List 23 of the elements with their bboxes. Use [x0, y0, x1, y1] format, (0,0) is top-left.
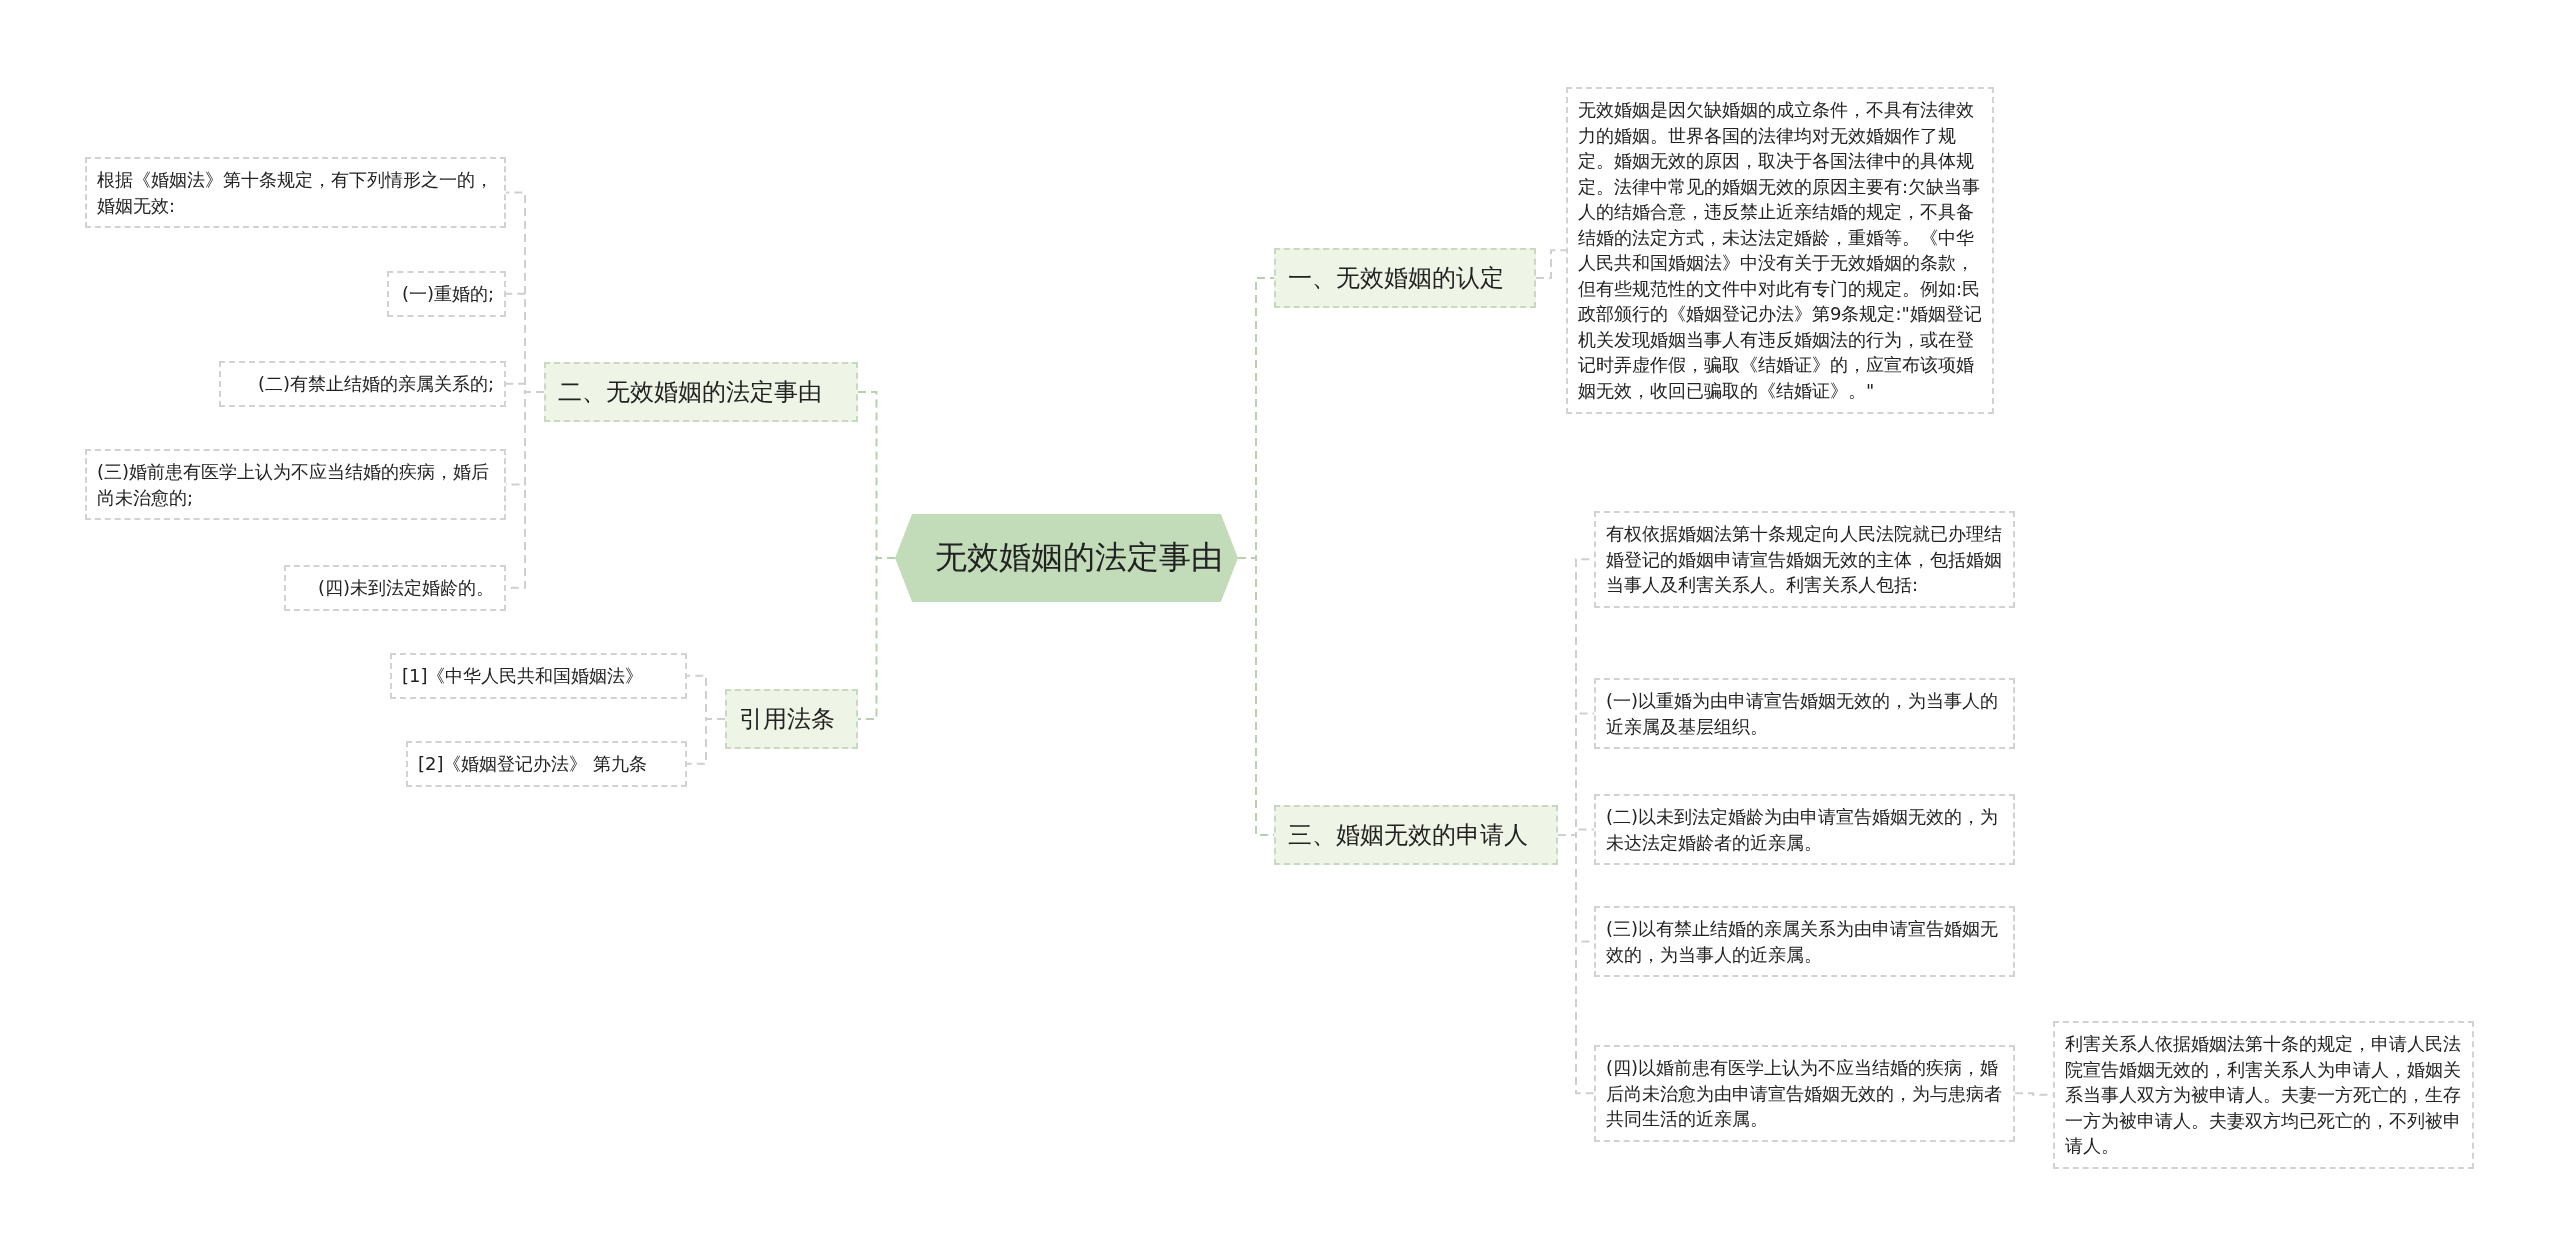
topic-box: 引用法条	[725, 689, 858, 749]
topic-box: 二、无效婚姻的法定事由	[544, 362, 858, 422]
note-box: (三)以有禁止结婚的亲属关系为由申请宣告婚姻无效的，为当事人的近亲属。	[1594, 906, 2015, 978]
note-box: (二)有禁止结婚的亲属关系的;	[219, 361, 506, 407]
note-box: [1]《中华人民共和国婚姻法》	[390, 653, 687, 699]
note-box: (一)以重婚为由申请宣告婚姻无效的，为当事人的近亲属及基层组织。	[1594, 678, 2015, 750]
connector-line	[1557, 834, 1595, 1095]
note-box: 有权依据婚姻法第十条规定向人民法院就已办理结婚登记的婚姻申请宣告婚姻无效的主体，包括婚姻当事人及利害关系人。利害关系人包括:	[1594, 511, 2015, 608]
topic-box: 一、无效婚姻的认定	[1274, 248, 1536, 308]
note-box: (四)未到法定婚龄的。	[284, 565, 506, 611]
note-box: 利害关系人依据婚姻法第十条的规定，申请人民法院宣告婚姻无效的，利害关系人为申请人，婚姻关系当事人双方为被申请人。夫妻一方死亡的，生存一方为被申请人。夫妻双方均已死亡的，不列被申请人。	[2053, 1021, 2474, 1169]
connector-line	[857, 557, 896, 720]
note-box: (二)以未到法定婚龄为由申请宣告婚姻无效的，为未达法定婚龄者的近亲属。	[1594, 794, 2015, 866]
note-box: 根据《婚姻法》第十条规定，有下列情形之一的，婚姻无效:	[85, 157, 506, 229]
central-topic: 无效婚姻的法定事由	[895, 514, 1238, 602]
note-box: (三)婚前患有医学上认为不应当结婚的疾病，婚后尚未治愈的;	[85, 449, 506, 521]
connector-line	[1535, 249, 1567, 279]
connector-line	[686, 718, 726, 765]
note-box: (一)重婚的;	[387, 271, 506, 317]
note-box: [2]《婚姻登记办法》 第九条	[406, 741, 687, 787]
note-box: 无效婚姻是因欠缺婚姻的成立条件，不具有法律效力的婚姻。世界各国的法律均对无效婚姻作了规定。婚姻无效的原因，取决于各国法律中的具体规定。法律中常见的婚姻无效的原因主要有:欠缺当事人的结婚合意，违反禁止近亲结婚的规定，不具备结婚的法定方式，未达法定婚龄，重婚等。《中华人民共和国婚姻法》中没有关于无效婚姻的条款，但有些规范性的文件中对此有专门的规定。例如:民政部颁行的《婚姻登记办法》第9条规定:"婚姻登记机关发现婚姻当事人有违反婚姻法的行为，或在登记时弄虚作假，骗取《结婚证》的，应宣布该项婚姻无效，收回已骗取的《结婚证》。"	[1566, 87, 1994, 414]
topic-box: 三、婚姻无效的申请人	[1274, 805, 1558, 865]
note-box: (四)以婚前患有医学上认为不应当结婚的疾病，婚后尚未治愈为由申请宣告婚姻无效的，为与患病者共同生活的近亲属。	[1594, 1045, 2015, 1142]
